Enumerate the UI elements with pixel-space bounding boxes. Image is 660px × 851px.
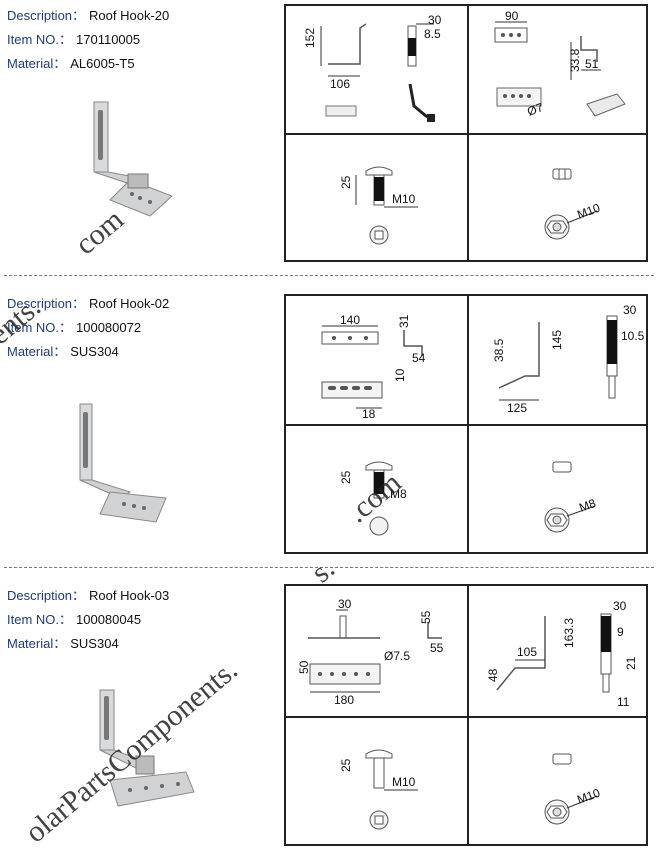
dim-10-5: 10.5 — [621, 329, 645, 343]
section-divider — [4, 275, 654, 276]
dim-140: 140 — [340, 313, 360, 327]
drawing-side-view: 105 163.3 48 30 9 21 11 — [469, 586, 648, 716]
dim-125: 125 — [507, 401, 527, 415]
drawing-bolt-view: 25 M8 — [286, 426, 467, 552]
drawing-nut-view: M10 — [469, 135, 648, 260]
drawing-base-view: 90 33.8 51 Ø7 — [469, 6, 648, 133]
dim-90: 90 — [505, 9, 519, 23]
dim-31: 31 — [397, 314, 411, 328]
roof-hook-photo — [93, 101, 173, 217]
dim-105: 105 — [517, 645, 537, 659]
drawing-side-view: 152 106 30 8.5 — [286, 6, 467, 133]
dim-8-5: 8.5 — [424, 27, 441, 41]
material-label: Material： — [7, 636, 67, 651]
drawing-nut-view: M8 — [469, 426, 648, 552]
drawing-nut-view: M10 — [469, 718, 648, 844]
dim-33-8: 33.8 — [568, 48, 582, 72]
material-label: Material： — [7, 56, 67, 71]
dim-18: 18 — [362, 407, 376, 421]
description-value: Roof Hook-20 — [89, 8, 170, 23]
dim-106: 106 — [330, 77, 350, 91]
item-no-label: Item NO.： — [7, 612, 73, 627]
dim-51: 51 — [585, 57, 599, 71]
item-no-value: 170110005 — [76, 32, 141, 47]
drawing-side-view: 38.5 145 125 30 10.5 — [469, 296, 648, 424]
roof-hook-photo — [99, 689, 195, 807]
material-value: SUS304 — [70, 636, 119, 651]
drawing-bolt-view: 25 M10 — [286, 135, 467, 260]
dim-m10-nut: M10 — [575, 786, 602, 807]
product-section-1: Description：Roof Hook-20 Item NO.：170110… — [0, 0, 660, 270]
description-label: Description： — [7, 8, 86, 23]
dim-30: 30 — [338, 597, 352, 611]
product-section-2: Description：Roof Hook-02 Item NO.：100080… — [0, 290, 660, 560]
dim-54: 54 — [412, 351, 426, 365]
dim-145: 145 — [550, 330, 564, 350]
dim-48: 48 — [486, 668, 500, 682]
drawing-grid-1: 152 106 30 8.5 90 33.8 — [284, 4, 648, 262]
product-meta-2: Description：Roof Hook-02 Item NO.：100080… — [7, 292, 169, 364]
drawing-base-view: 140 31 54 10 18 — [286, 296, 467, 424]
product-meta-1: Description：Roof Hook-20 Item NO.：170110… — [7, 4, 169, 76]
material-label: Material： — [7, 344, 67, 359]
dim-21: 21 — [624, 656, 638, 670]
dim-30: 30 — [428, 13, 442, 27]
dim-30: 30 — [613, 599, 627, 613]
dim-m10: M10 — [392, 192, 416, 206]
dim-m10-nut: M10 — [575, 201, 602, 222]
item-no-label: Item NO.： — [7, 32, 73, 47]
dim-o7: Ø7 — [525, 100, 545, 119]
dim-152: 152 — [303, 28, 317, 48]
dim-55b: 55 — [430, 641, 444, 655]
item-no-label: Item NO.： — [7, 320, 73, 335]
dim-10: 10 — [393, 368, 407, 382]
material-value: SUS304 — [70, 344, 119, 359]
dim-11: 11 — [617, 695, 630, 709]
dim-55: 55 — [419, 610, 433, 624]
description-label: Description： — [7, 588, 86, 603]
dim-50: 50 — [297, 660, 311, 674]
item-no-value: 100080045 — [76, 612, 142, 627]
drawing-bolt-view: 25 M10 — [286, 718, 467, 844]
section-divider — [4, 567, 654, 568]
product-meta-3: Description：Roof Hook-03 Item NO.：100080… — [7, 584, 169, 656]
dim-25: 25 — [339, 175, 353, 189]
description-value: Roof Hook-02 — [89, 296, 170, 311]
product-section-3: Description：Roof Hook-03 Item NO.：100080… — [0, 582, 660, 851]
description-value: Roof Hook-03 — [89, 588, 170, 603]
description-label: Description： — [7, 296, 86, 311]
dim-163-3: 163.3 — [562, 618, 576, 648]
dim-m8: M8 — [390, 487, 407, 501]
item-no-value: 100080072 — [76, 320, 142, 335]
dim-38-5: 38.5 — [492, 338, 506, 362]
dim-25: 25 — [339, 470, 353, 484]
dim-180: 180 — [334, 693, 354, 707]
drawing-base-view: 30 55 55 50 Ø7.5 180 — [286, 586, 467, 716]
drawing-grid-2: 140 31 54 10 18 38.5 145 125 — [284, 294, 648, 554]
roof-hook-photo — [79, 403, 167, 523]
material-value: AL6005-T5 — [70, 56, 135, 71]
drawing-grid-3: 30 55 55 50 Ø7.5 180 105 163.3 48 — [284, 584, 648, 846]
dim-30: 30 — [623, 303, 637, 317]
dim-25: 25 — [339, 758, 353, 772]
dim-m10: M10 — [392, 775, 416, 789]
dim-m8-nut: M8 — [577, 496, 598, 515]
dim-9: 9 — [617, 625, 624, 639]
dim-o7-5: Ø7.5 — [384, 649, 410, 663]
